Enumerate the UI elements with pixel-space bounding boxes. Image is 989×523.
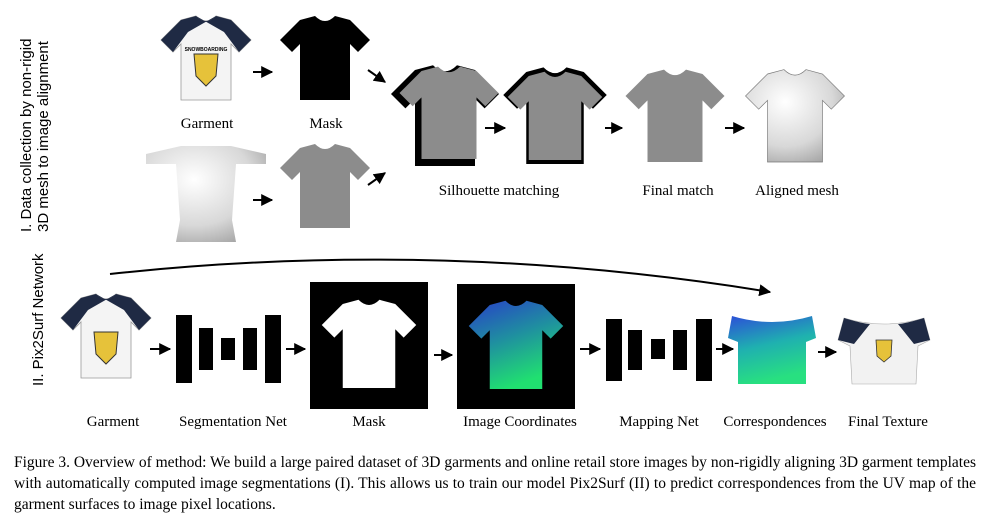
figure-caption: Figure 3. Overview of method: We build a… (14, 454, 976, 513)
label-mask-2: Mask (352, 414, 386, 430)
garment-shirt-image: SNOWBOARDING (160, 15, 252, 101)
label-garment-1: Garment (180, 116, 234, 132)
mapping-net-diagram (606, 319, 712, 381)
label-final-match: Final match (642, 183, 714, 199)
final-texture-image (837, 317, 931, 385)
svg-text:SNOWBOARDING: SNOWBOARDING (185, 47, 228, 53)
image-coordinates-image (457, 284, 575, 409)
template-mesh (146, 146, 266, 242)
input-garment-image (60, 293, 152, 379)
method-figure: SNOWBOARDING (60, 15, 931, 409)
section1-side-label: I. Data collection by non-rigid 3D mesh … (18, 38, 52, 232)
mask-silhouette (280, 16, 370, 100)
silhouette-overlay (391, 65, 499, 166)
label-aligned-mesh: Aligned mesh (755, 183, 839, 199)
segmentation-net-diagram (176, 315, 281, 383)
aligned-mesh-image (744, 69, 846, 163)
label-final-texture: Final Texture (848, 414, 928, 430)
template-mask (280, 144, 370, 228)
section2-side-label: II. Pix2Surf Network (30, 253, 47, 386)
label-correspondences: Correspondences (723, 414, 827, 430)
skip-connection-arrow (109, 258, 772, 297)
label-silhouette-matching: Silhouette matching (438, 183, 560, 199)
matching-step (503, 67, 607, 164)
label-segmentation-net: Segmentation Net (179, 414, 287, 430)
label-garment-2: Garment (86, 414, 140, 430)
final-match-image (625, 69, 725, 162)
segmentation-mask-image (310, 282, 428, 409)
correspondences-image (728, 316, 816, 384)
label-image-coordinates: Image Coordinates (463, 414, 577, 430)
label-mask-1: Mask (309, 116, 343, 132)
label-mapping-net: Mapping Net (619, 414, 699, 430)
